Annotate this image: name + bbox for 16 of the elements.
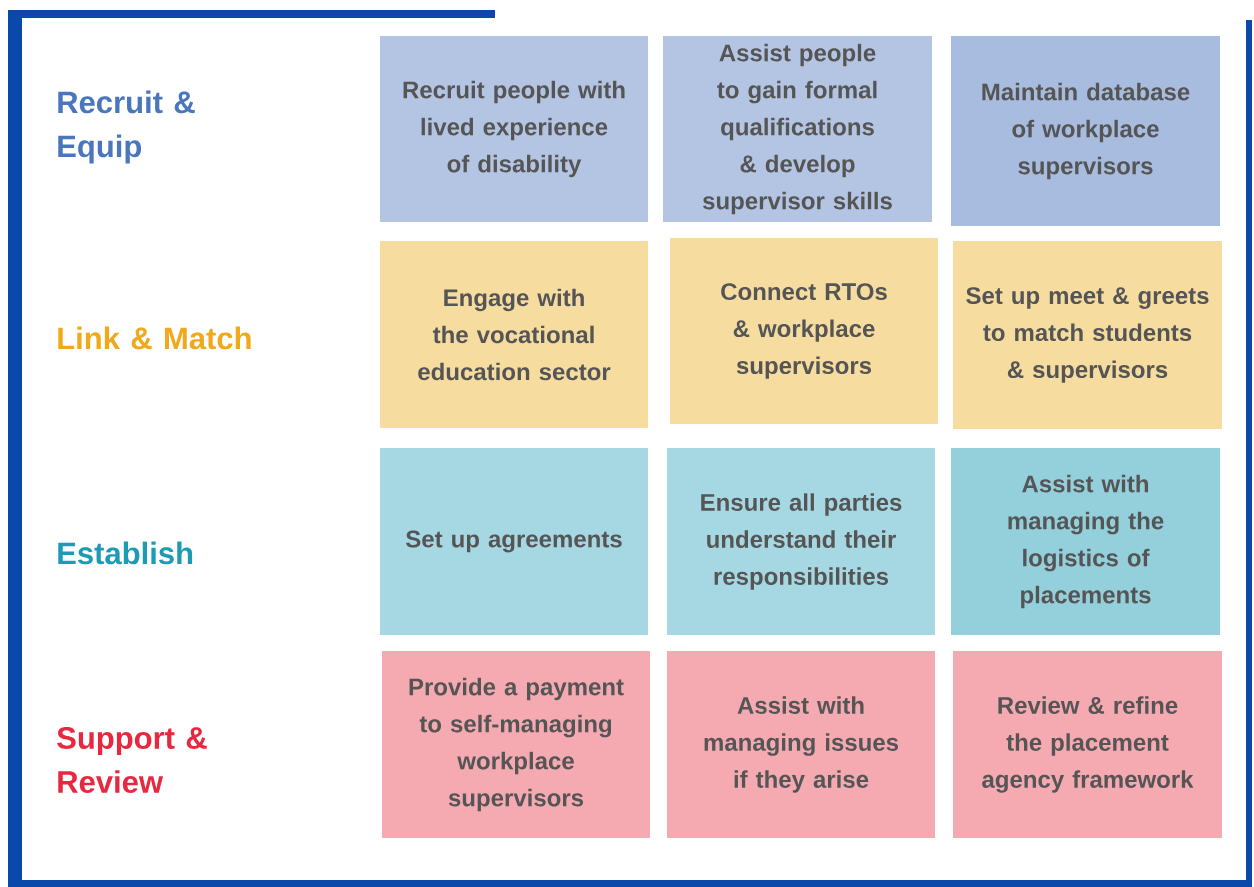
activity-box: Maintain database of workplace supervisors	[951, 36, 1220, 226]
row-heading: Support & Review	[57, 727, 207, 793]
activity-box: Set up meet & greets to match students & supervisors	[953, 241, 1222, 429]
row-heading: Link & Match	[58, 326, 251, 350]
activity-box: Connect RTOs & workplace supervisors	[670, 238, 938, 424]
row-heading: Establish	[58, 541, 193, 565]
activity-box: Assist people to gain formal qualifications & develop supervisor skills	[663, 36, 932, 222]
activity-box: Recruit people with lived experience of disability	[380, 36, 648, 222]
activity-box: Provide a payment to self-managing workplace supervisors	[382, 651, 650, 838]
activity-box: Engage with the vocational education sector	[380, 241, 648, 428]
activity-box: Set up agreements	[380, 448, 648, 635]
activity-box: Assist with managing the logistics of placements	[951, 448, 1220, 635]
activity-box: Review & refine the placement agency framework	[953, 651, 1222, 838]
activity-box: Assist with managing issues if they arise	[667, 651, 935, 838]
row-heading: Recruit & Equip	[58, 90, 195, 164]
activity-box: Ensure all parties understand their responsibilities	[667, 448, 935, 635]
